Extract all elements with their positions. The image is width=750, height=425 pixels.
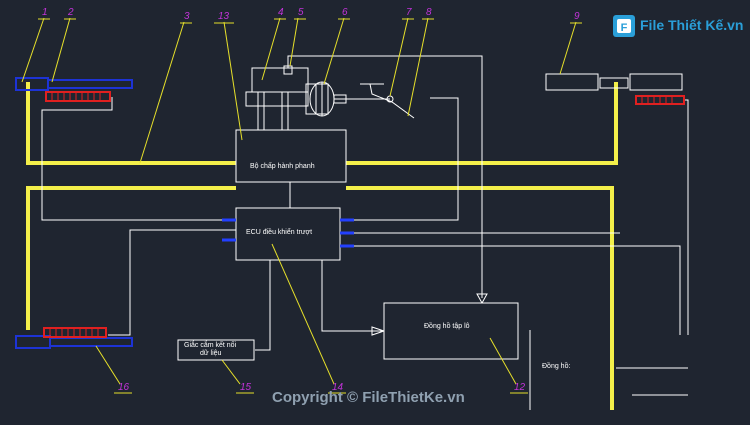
callout-underlines — [38, 18, 582, 394]
watermark-logo-text: File Thiết Kế.vn — [640, 17, 744, 33]
brake-line-front-right — [346, 82, 618, 165]
svg-text:F: F — [621, 22, 628, 34]
watermark-copyright: Copyright © FileThietKe.vn — [272, 389, 465, 406]
leader-2 — [51, 17, 71, 83]
leader-1 — [21, 17, 45, 83]
connector-label-line2: dữ liệu — [200, 350, 222, 357]
callout-9: 9 — [574, 11, 580, 22]
leader-5 — [289, 17, 299, 67]
arrow-to-clock-left — [371, 326, 386, 336]
brake-line-rear — [26, 186, 236, 330]
brake-actuator-box — [235, 129, 347, 183]
rod-end — [333, 94, 347, 104]
leader-6 — [323, 17, 345, 85]
brake-pedal — [369, 83, 415, 119]
master-cylinder — [245, 91, 309, 107]
sensor-fl-teeth — [51, 92, 101, 101]
callout-12: 12 — [514, 382, 526, 393]
callout-5: 5 — [298, 7, 304, 18]
wire-sensor-fl — [41, 97, 236, 221]
leader-9 — [559, 21, 577, 75]
callout-1: 1 — [42, 7, 48, 18]
wheel-fr-left — [545, 73, 599, 91]
clock-box — [383, 302, 519, 360]
wheel-fl-axle — [47, 79, 133, 89]
leader-8 — [407, 17, 429, 117]
brake-actuator-label: Bộ chấp hành phanh — [250, 163, 315, 170]
leader-15 — [221, 359, 241, 385]
leader-12 — [489, 337, 517, 385]
wheel-rear-left — [15, 327, 133, 349]
leader-4 — [261, 17, 281, 81]
connector-label-line1: Giắc cắm kết nối — [184, 342, 237, 349]
wire-to-clock — [321, 260, 384, 332]
sensor-fl — [45, 91, 111, 102]
callout-8: 8 — [426, 7, 432, 18]
stop-switch — [283, 65, 293, 75]
callout-15: 15 — [240, 382, 252, 393]
wire-ecu-right-3 — [346, 245, 681, 335]
clock-label: Đồng hồ tập lô — [424, 323, 470, 330]
callout-13: 13 — [218, 11, 230, 22]
wire-to-connector — [255, 260, 271, 351]
leader-7 — [389, 17, 409, 97]
callout-4: 4 — [278, 7, 284, 18]
callout-3: 3 — [184, 11, 190, 22]
brake-line-front — [26, 82, 236, 165]
wheel-front-right — [545, 73, 685, 105]
ecu-pins — [222, 218, 354, 248]
clock-side-label: Đồng hồ: — [542, 363, 571, 370]
callout-7: 7 — [406, 7, 412, 18]
sensor-rl-teeth — [49, 328, 99, 337]
leader-lines — [21, 17, 577, 385]
wiring — [41, 55, 689, 410]
wheel-fr-hub — [599, 77, 629, 89]
brake-lines — [26, 82, 618, 410]
filethietke-logo-icon: F — [613, 15, 635, 37]
leader-16 — [95, 345, 121, 385]
wheel-front-left — [15, 77, 133, 102]
callout-16: 16 — [118, 382, 130, 393]
connector-box — [177, 339, 255, 361]
sensor-rl — [43, 327, 107, 338]
sensor-fr-teeth — [641, 96, 673, 104]
leader-3 — [139, 21, 185, 164]
wire-top-loop — [287, 55, 483, 298]
wire-sensor-fr — [684, 99, 689, 335]
leader-14 — [271, 243, 335, 385]
callout-14: 14 — [332, 382, 344, 393]
brake-line-rear-right — [346, 186, 614, 410]
wire-ecu-right-1 — [346, 97, 459, 221]
callout-6: 6 — [342, 7, 348, 18]
wire-sensor-rl — [108, 229, 236, 336]
arrow-to-clock-top — [476, 293, 488, 305]
ecu-box — [235, 207, 341, 261]
leader-13 — [223, 21, 243, 141]
ecu-label: ECU điều khiển trượt — [246, 229, 313, 236]
wheel-fr-right — [629, 73, 683, 91]
callout-2: 2 — [68, 7, 74, 18]
